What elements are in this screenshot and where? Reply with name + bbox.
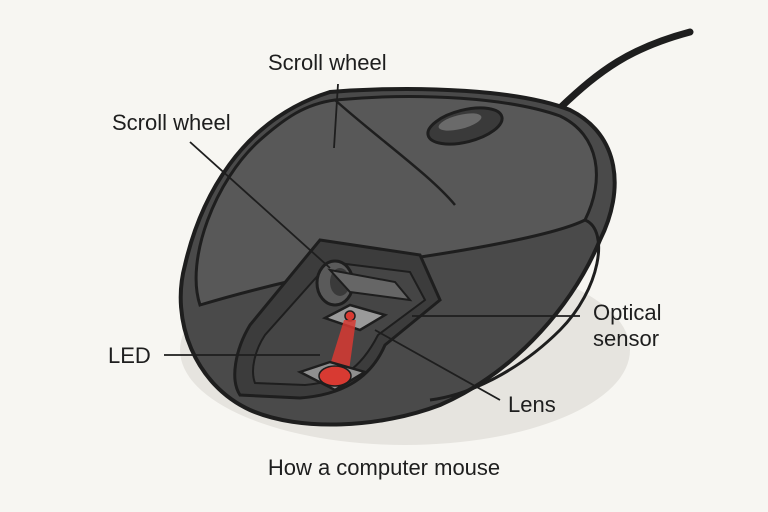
label-optical-line1: Optical [593, 300, 662, 325]
label-led: LED [108, 343, 151, 368]
label-lens: Lens [508, 392, 556, 417]
leader-scroll-left [189, 141, 331, 269]
mouse-cable [556, 28, 694, 112]
label-scroll-wheel-top: Scroll wheel [268, 50, 387, 75]
label-optical-sensor: Optical sensor [593, 300, 661, 352]
optical-sensor [327, 268, 413, 302]
led-source [344, 310, 356, 322]
leader-lens [374, 329, 501, 401]
led-spot [318, 365, 352, 387]
label-optical-line2: sensor [593, 326, 660, 351]
leader-scroll-top [333, 83, 339, 149]
label-scroll-wheel-left: Scroll wheel [112, 110, 231, 135]
side-grip [429, 218, 601, 402]
diagram-caption: How a computer mouse [267, 455, 501, 480]
button-seam [334, 99, 456, 206]
